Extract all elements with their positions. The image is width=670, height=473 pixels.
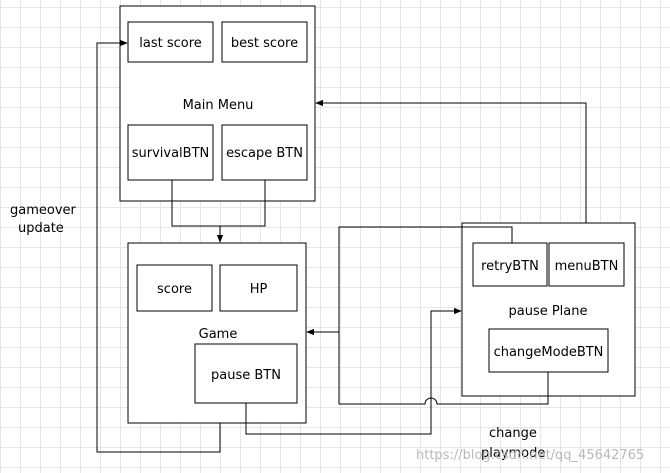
watermark: https://blog.csdn.net/qq_45642765 [416, 448, 644, 463]
pause-btn-label: pause BTN [211, 368, 281, 383]
gameover-arrow [96, 39, 221, 453]
survival-connector [171, 180, 220, 227]
survival-btn-box [127, 124, 214, 181]
pause-plane-title: pause Plane [508, 304, 587, 319]
change-mode-btn-label: changeModeBTN [494, 345, 604, 360]
gameover-label-line1: gameover [10, 203, 77, 218]
change-mode-loop [338, 226, 549, 405]
escape-connector [220, 180, 266, 227]
pause-plane-node: retryBTN menuBTN pause Plane changeModeB… [461, 222, 636, 397]
menu-btn-box [548, 242, 625, 287]
gameover-label-line2: update [18, 221, 64, 236]
score-box [136, 264, 213, 312]
game-title: Game [199, 327, 238, 342]
pause-arrow [245, 307, 462, 435]
hp-box [219, 264, 298, 312]
best-score-label: best score [231, 36, 298, 51]
game-node: score HP Game pause BTN [127, 242, 307, 424]
last-score-box [127, 21, 214, 63]
main-menu-title: Main Menu [183, 98, 254, 113]
change-label-line1: change [489, 426, 537, 441]
score-label: score [157, 282, 192, 297]
last-score-label: last score [139, 36, 202, 51]
change-label-line2: playmode [481, 446, 545, 461]
menu-btn-label: menuBTN [555, 259, 619, 274]
retry-btn-label: retryBTN [481, 259, 539, 274]
main-menu-node: Main Menu last score best score survival… [119, 5, 316, 202]
hp-label: HP [250, 282, 268, 297]
best-score-box [221, 21, 308, 63]
escape-btn-label: escape BTN [226, 146, 303, 161]
retry-btn-box [472, 242, 548, 287]
menu-return-arrow [315, 99, 587, 223]
survival-btn-label: survivalBTN [132, 146, 210, 161]
